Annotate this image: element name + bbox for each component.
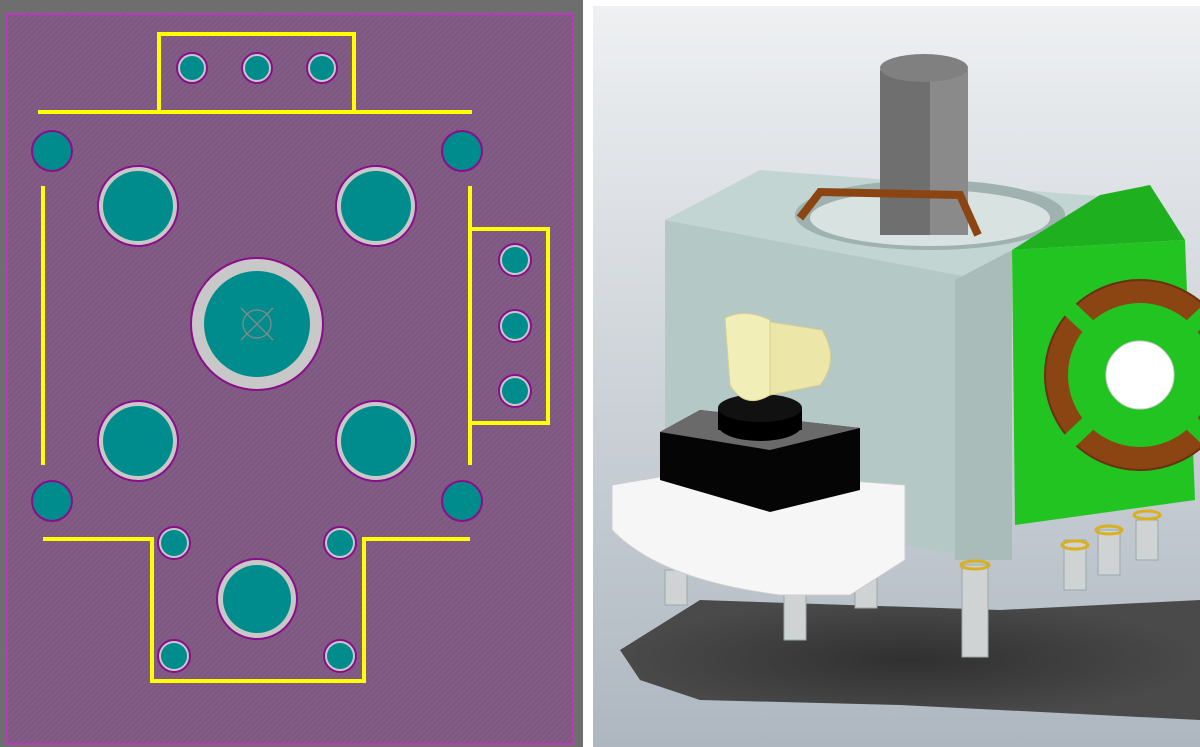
shadow	[620, 600, 1200, 720]
solder-rings	[959, 509, 1162, 571]
pad	[176, 52, 208, 84]
pad	[323, 639, 357, 673]
pad	[306, 52, 338, 84]
pad	[97, 165, 179, 247]
pad	[441, 130, 483, 172]
center-marker-icon	[240, 307, 274, 341]
pad	[323, 526, 357, 560]
pad	[241, 52, 273, 84]
silkscreen-outline	[38, 32, 550, 683]
push-switch	[660, 394, 860, 512]
pad	[31, 480, 73, 522]
shaft	[796, 54, 982, 237]
pad	[157, 639, 191, 673]
pad	[31, 130, 73, 172]
white-base	[611, 469, 906, 596]
pad	[216, 558, 298, 640]
pad	[498, 309, 532, 343]
pad	[335, 400, 417, 482]
pad	[335, 165, 417, 247]
pcb-footprint-view	[0, 0, 583, 747]
pad	[498, 374, 532, 408]
pad	[97, 400, 179, 482]
divider	[583, 0, 593, 747]
pad	[441, 480, 483, 522]
component-3d-view	[593, 6, 1200, 747]
green-encoder-board	[1012, 185, 1200, 525]
knob	[724, 313, 831, 402]
pad	[157, 526, 191, 560]
pad	[498, 243, 532, 277]
